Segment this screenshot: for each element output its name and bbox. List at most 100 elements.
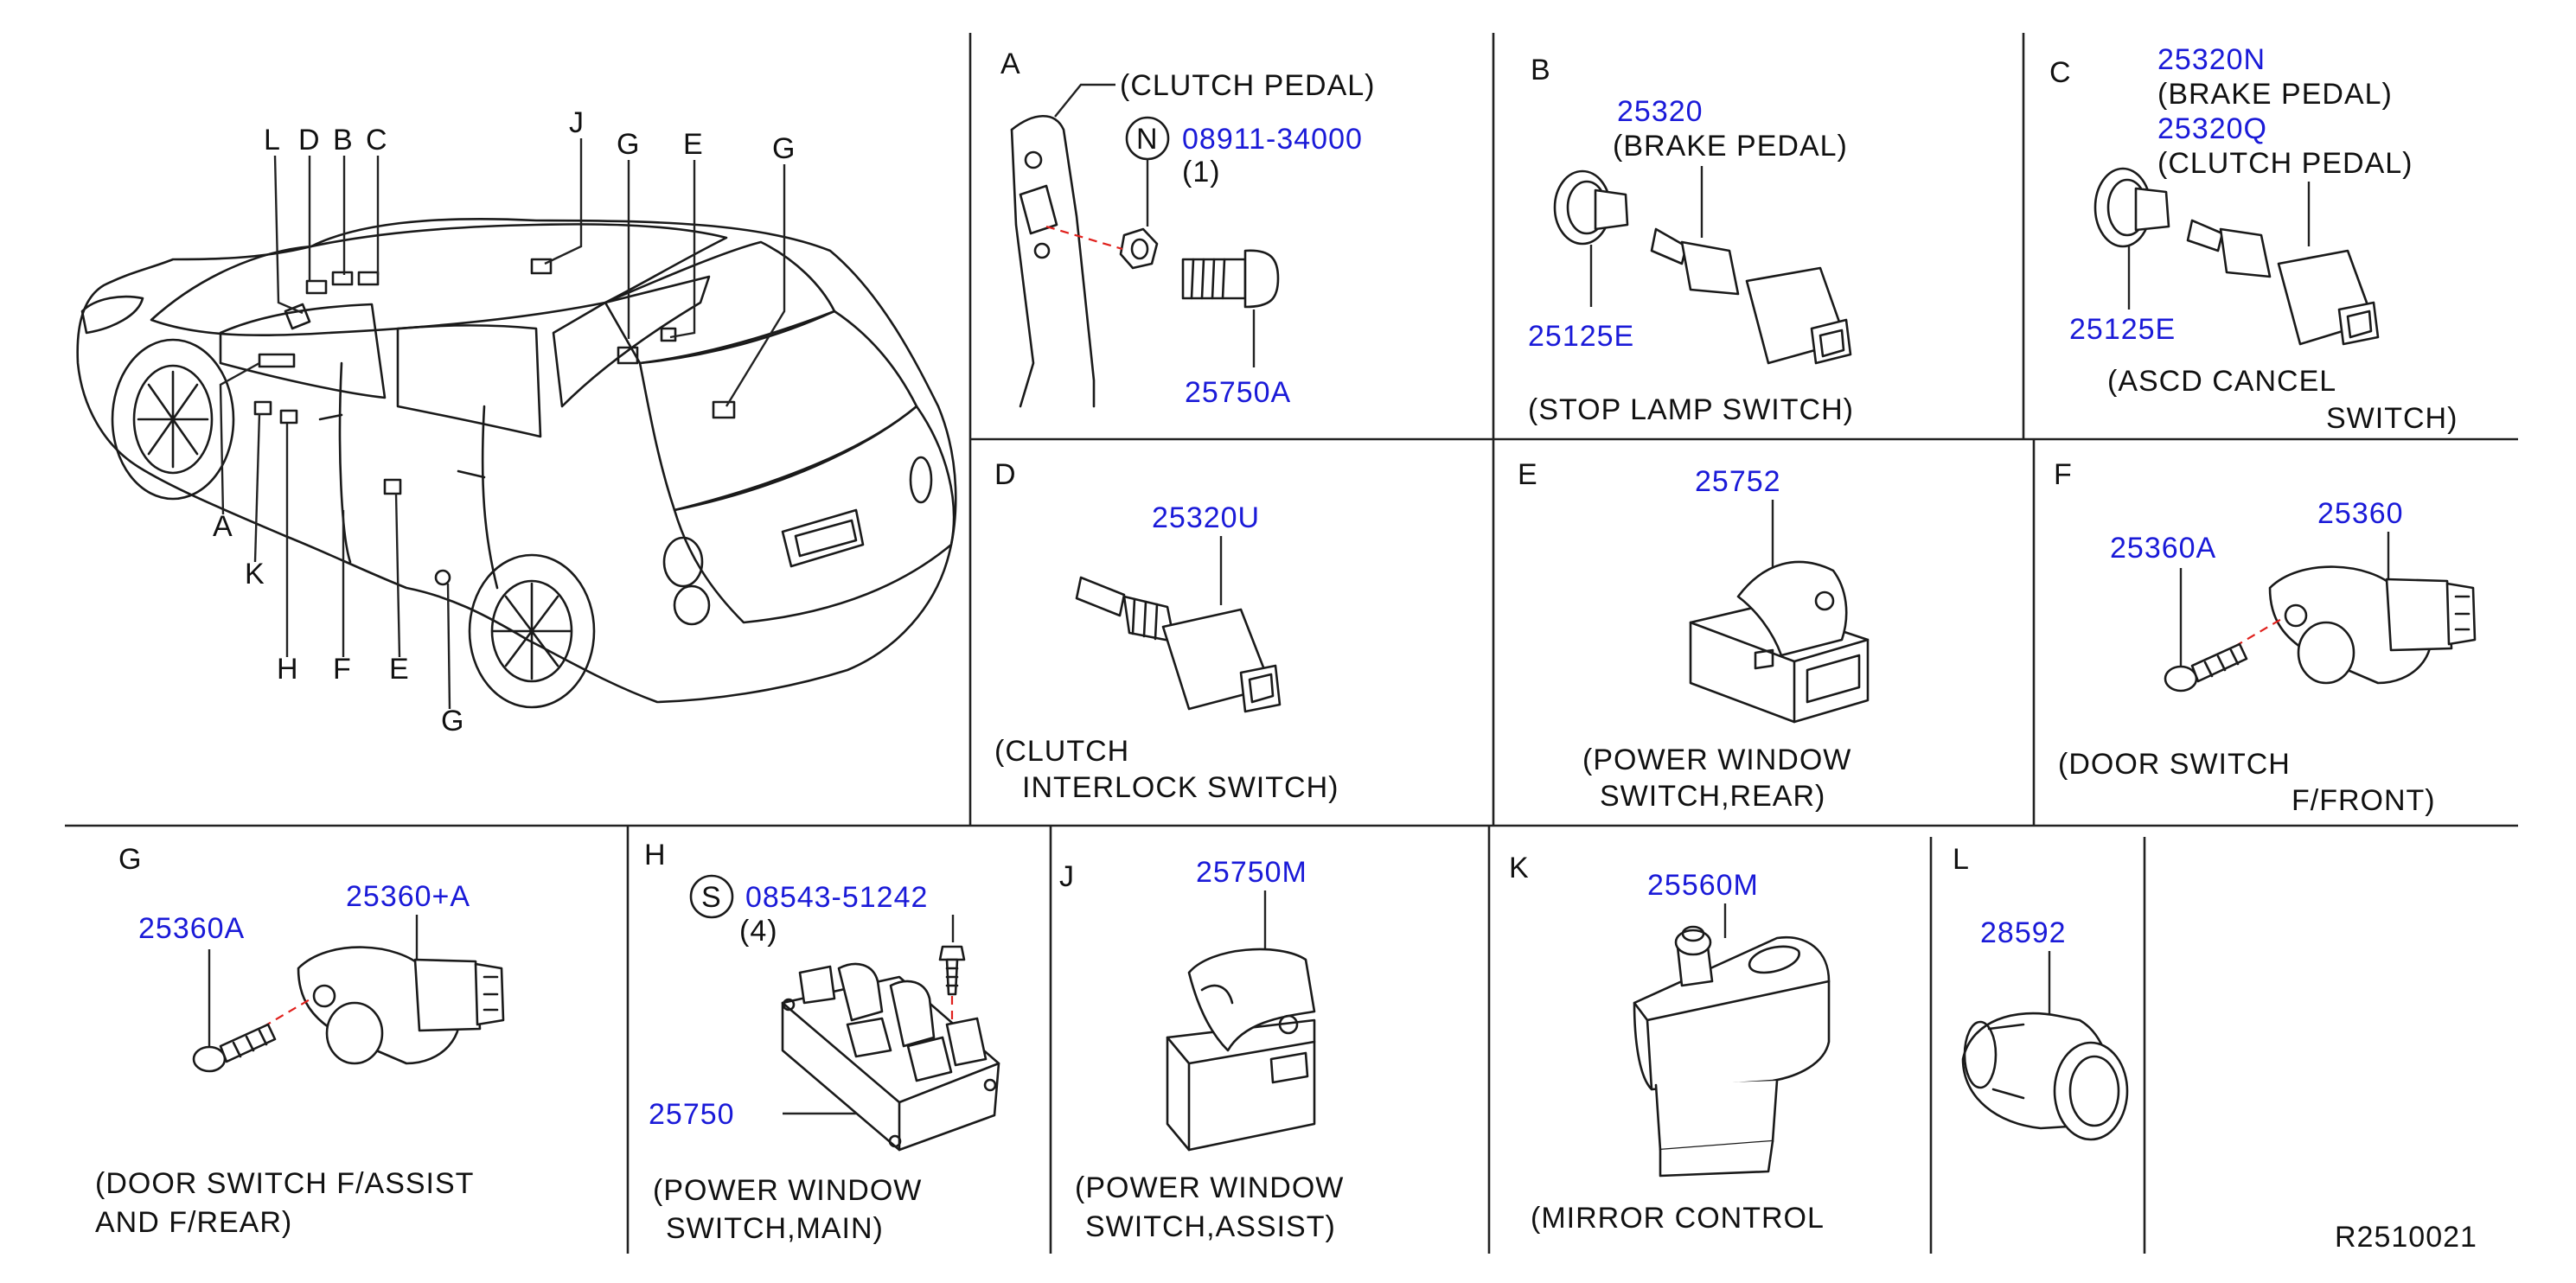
panel-a: A (CLUTCH PEDAL) N 08911-34000 (1) 25750…: [1000, 48, 1375, 409]
panel-l-letter: L: [1953, 843, 1970, 876]
panel-h-part: 25750: [649, 1098, 735, 1131]
panel-j-letter: J: [1059, 860, 1075, 893]
power-window-switch-rear: [1689, 560, 1870, 724]
panel-h-screw-symbol: S: [701, 881, 722, 914]
power-window-switch-assist: [1166, 948, 1316, 1152]
hex-nut: [1119, 227, 1159, 270]
car-callout-g-roof: G: [617, 128, 639, 161]
panel-d-caption-line1: (CLUTCH: [994, 735, 1129, 768]
panel-e: E 25752 (POWER WINDOW SWITCH,REAR): [1518, 458, 1870, 813]
panel-a-letter: A: [1000, 48, 1021, 80]
panel-g-letter: G: [118, 843, 142, 876]
car-overview: L D B C J G E G A K H F E G: [76, 106, 957, 737]
panel-c-part1-note: (BRAKE PEDAL): [2157, 78, 2393, 111]
panel-e-letter: E: [1518, 458, 1538, 491]
car-callout-e-roof: E: [683, 128, 703, 161]
panel-b-grommet-part: 25125E: [1528, 320, 1634, 353]
mirror-control: [1633, 925, 1831, 1178]
panel-f: F 25360A 25360 (DOOR SWITCH F/FRONT): [2054, 458, 2477, 817]
panel-k-caption: (MIRROR CONTROL: [1531, 1202, 1825, 1235]
panel-h-caption-line1: (POWER WINDOW: [653, 1174, 922, 1207]
panel-b-letter: B: [1531, 54, 1551, 86]
clutch-interlock-switch: [1075, 576, 1282, 713]
panel-c-grommet-part: 25125E: [2069, 313, 2176, 346]
panel-d-letter: D: [994, 458, 1017, 491]
panel-j: J 25750M (POWER WINDOW SWITCH,ASSIST): [1059, 856, 1344, 1243]
panel-b: B 25320 (BRAKE PEDAL) 25125E (STOP LAMP …: [1528, 54, 1854, 426]
grommet-25125e: [1553, 169, 1629, 246]
car-callout-c: C: [366, 124, 387, 156]
screw-symbol-circle: [689, 874, 734, 919]
panel-g-part: 25360+A: [346, 880, 470, 913]
panel-e-caption-line2: SWITCH,REAR): [1600, 780, 1825, 813]
power-window-switch-main: [781, 962, 1000, 1152]
panel-f-part: 25360: [2317, 497, 2404, 530]
panel-e-part: 25752: [1695, 465, 1781, 498]
bolt-25750a: [1181, 249, 1280, 309]
panel-c-caption-line2: SWITCH): [2326, 402, 2458, 435]
panel-b-part: 25320: [1617, 95, 1703, 128]
stop-lamp-switch: [1650, 227, 1852, 365]
car-callout-d: D: [298, 124, 320, 156]
car-callout-j: J: [569, 106, 584, 139]
panel-j-caption-line1: (POWER WINDOW: [1075, 1171, 1344, 1204]
panel-g-caption-line1: (DOOR SWITCH F/ASSIST: [95, 1167, 474, 1200]
panel-h-screw-qty: (4): [739, 915, 778, 948]
panel-f-letter: F: [2054, 458, 2073, 491]
panel-b-caption: (STOP LAMP SWITCH): [1528, 393, 1854, 426]
car-callout-b: B: [333, 124, 353, 156]
door-switch-assist: [297, 946, 505, 1065]
panel-l: L 28592: [1953, 843, 2129, 1141]
panel-c-caption-line1: (ASCD CANCEL: [2107, 365, 2336, 398]
panel-l-part: 28592: [1980, 916, 2067, 949]
screw-08543: [938, 945, 966, 996]
panel-c-part2: 25320Q: [2157, 112, 2267, 145]
panel-g-caption-line2: AND F/REAR): [95, 1206, 292, 1239]
panel-j-part: 25750M: [1196, 856, 1307, 889]
clutch-pedal-arm: [1010, 114, 1096, 408]
panel-f-caption-line1: (DOOR SWITCH: [2058, 748, 2291, 781]
panel-h-screw-part: 08543-51242: [745, 881, 928, 914]
panel-b-part-note: (BRAKE PEDAL): [1613, 130, 1848, 163]
screw-25360a-f: [2164, 642, 2248, 693]
car-callout-a: A: [213, 510, 233, 543]
panel-a-nut-part: 08911-34000: [1182, 123, 1363, 156]
door-switch-front: [2268, 565, 2477, 685]
panel-e-caption-line1: (POWER WINDOW: [1582, 744, 1851, 776]
diagram-code: R2510021: [2335, 1221, 2477, 1254]
panel-f-caption-line2: F/FRONT): [2292, 784, 2436, 817]
panel-j-caption-line2: SWITCH,ASSIST): [1085, 1210, 1336, 1243]
asdc-cancel-switch: [2186, 219, 2380, 346]
panel-d-part: 25320U: [1152, 501, 1260, 534]
panel-d-caption-line2: INTERLOCK SWITCH): [1022, 771, 1339, 804]
car-callout-g-rear: G: [772, 132, 795, 165]
panel-c-letter: C: [2049, 56, 2072, 89]
panel-a-nut-symbol: N: [1136, 123, 1159, 156]
car-callout-e-door: E: [389, 653, 409, 686]
panel-h-letter: H: [644, 839, 667, 871]
car-illustration: [76, 218, 957, 709]
car-callout-g-door: G: [441, 705, 463, 737]
panel-h: H S 08543-51242 (4) 25750 (POWER WINDOW: [644, 839, 1000, 1245]
panel-g: G 25360A 25360+A (DOOR SWITCH F/ASSIST A…: [95, 843, 505, 1239]
panel-k: K 25560M (MIRROR CONTROL: [1509, 852, 1831, 1235]
panel-k-letter: K: [1509, 852, 1530, 884]
car-callout-l: L: [264, 124, 280, 156]
car-callout-f: F: [333, 653, 351, 686]
panel-a-nut-qty: (1): [1182, 156, 1221, 188]
panel-c-part2-note: (CLUTCH PEDAL): [2157, 147, 2413, 180]
panel-a-bolt-part: 25750A: [1185, 376, 1291, 409]
trunk-opener-switch: [1961, 1012, 2129, 1141]
panel-h-caption-line2: SWITCH,MAIN): [666, 1212, 884, 1245]
panel-d: D 25320U (CLUTCH INTERLOCK SWITCH): [994, 458, 1339, 804]
car-callout-k: K: [245, 558, 265, 590]
asdc-grommet: [2093, 167, 2170, 248]
panel-a-caption: (CLUTCH PEDAL): [1120, 69, 1375, 102]
panel-c-part1: 25320N: [2157, 43, 2266, 76]
panel-grid: [65, 33, 2518, 1254]
car-callout-leaders: [219, 138, 786, 710]
screw-25360a-g: [192, 1023, 277, 1073]
panel-c: C 25320N (BRAKE PEDAL) 25320Q (CLUTCH PE…: [2049, 43, 2458, 435]
panel-g-screw-part: 25360A: [138, 912, 245, 945]
